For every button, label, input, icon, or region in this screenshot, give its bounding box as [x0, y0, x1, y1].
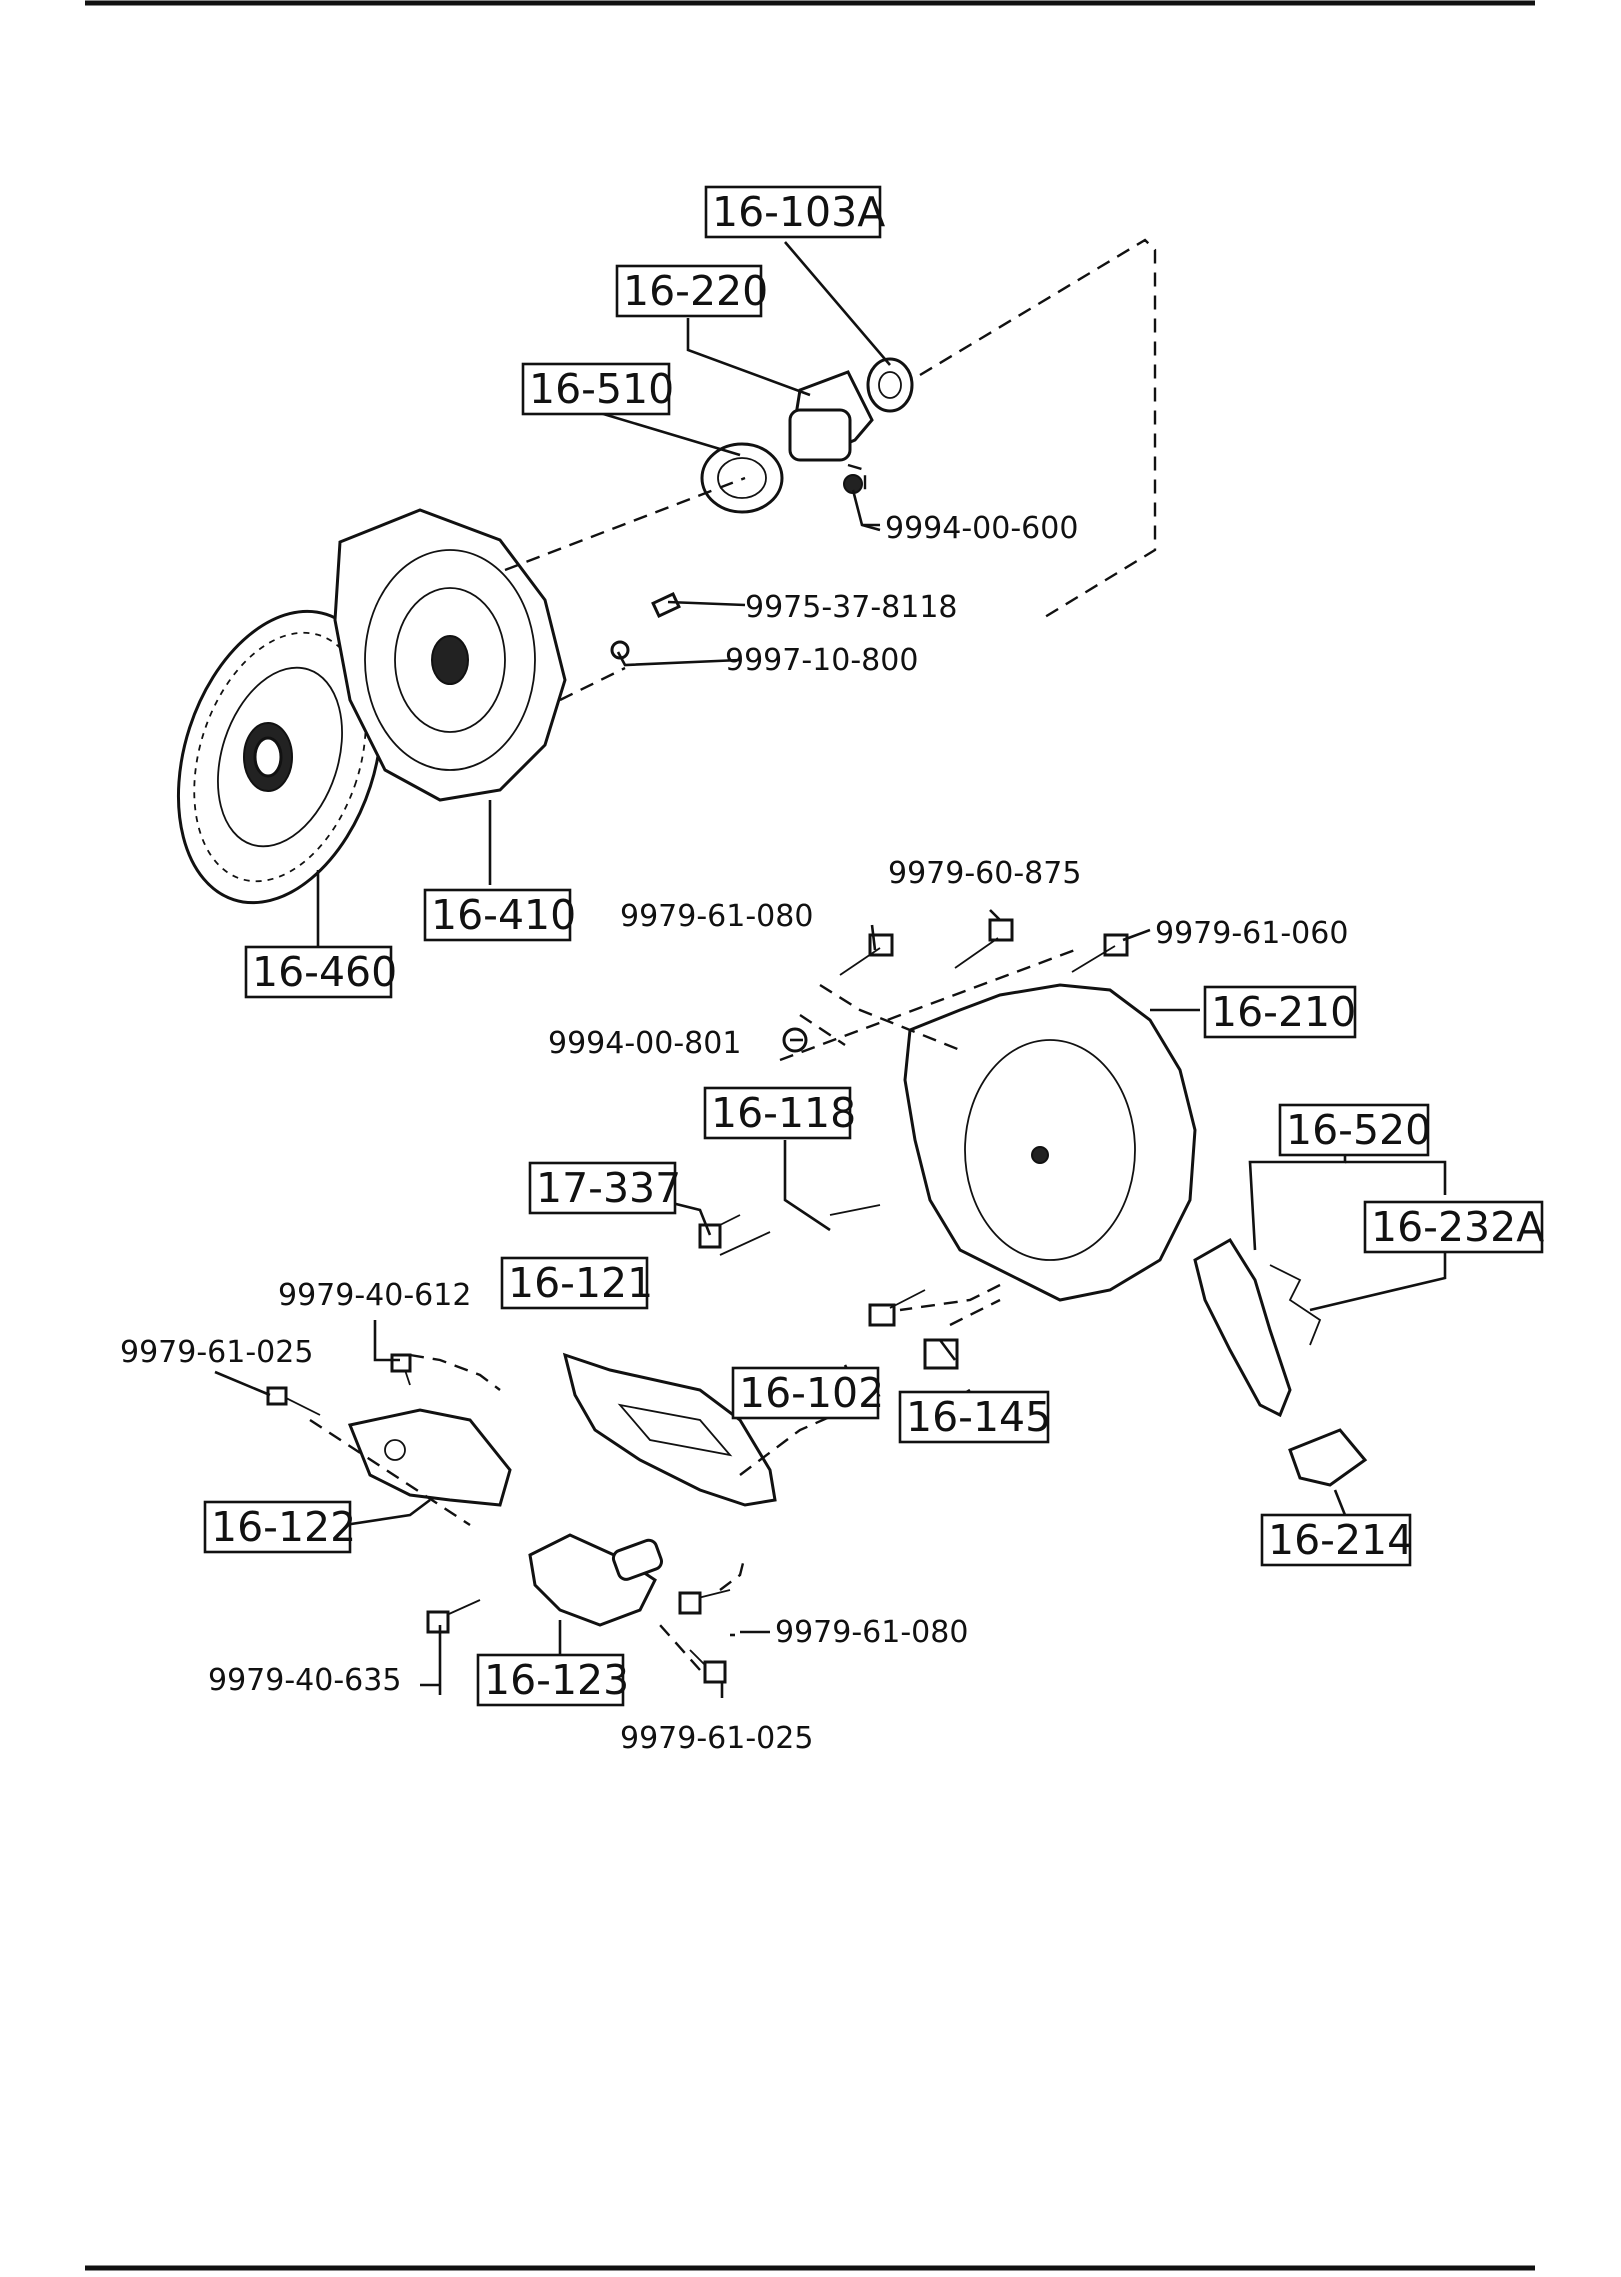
svg-text:17-337: 17-337	[536, 1164, 681, 1212]
label-9994-00-600[interactable]: 9994-00-600	[885, 511, 1078, 546]
svg-text:16-122: 16-122	[211, 1503, 356, 1551]
label-9979-61-025-left[interactable]: 9979-61-025	[120, 1335, 313, 1370]
label-9979-61-080-lower[interactable]: 9979-61-080	[775, 1615, 968, 1650]
assembly-lines	[309, 238, 1157, 1671]
callout-16-210[interactable]: 16-210	[1203, 985, 1357, 1039]
label-9979-61-060[interactable]: 9979-61-060	[1155, 916, 1348, 951]
pivot-boot	[1288, 1428, 1368, 1487]
loose-bolts	[266, 1353, 731, 1684]
clutch-cover	[333, 508, 567, 802]
svg-text:16-220: 16-220	[623, 267, 768, 315]
label-9979-60-875[interactable]: 9979-60-875	[888, 856, 1081, 891]
clutch-housing	[903, 983, 1197, 1302]
callout-16-510[interactable]: 16-510	[521, 362, 674, 416]
label-9975-37-8118[interactable]: 9975-37-8118	[745, 590, 958, 625]
callout-16-220[interactable]: 16-220	[615, 264, 768, 318]
callout-16-520[interactable]: 16-520	[1278, 1103, 1431, 1157]
svg-text:16-214: 16-214	[1268, 1516, 1413, 1564]
svg-text:16-210: 16-210	[1211, 988, 1356, 1036]
label-ticks	[420, 523, 880, 1687]
bracket-123	[528, 1533, 663, 1627]
svg-text:16-121: 16-121	[508, 1259, 653, 1307]
label-9979-61-080-top[interactable]: 9979-61-080	[620, 899, 813, 934]
svg-text:16-410: 16-410	[431, 891, 576, 939]
label-9979-40-612[interactable]: 9979-40-612	[278, 1278, 471, 1313]
svg-text:16-520: 16-520	[1286, 1106, 1431, 1154]
callout-16-121[interactable]: 16-121	[500, 1256, 653, 1310]
svg-text:16-103A: 16-103A	[712, 188, 885, 236]
svg-text:16-123: 16-123	[484, 1656, 629, 1704]
bracket-122	[347, 1408, 512, 1507]
callout-16-145[interactable]: 16-145	[898, 1390, 1051, 1444]
svg-text:16-118: 16-118	[711, 1089, 856, 1137]
small-fasteners	[610, 474, 1129, 1370]
svg-text:16-102: 16-102	[739, 1369, 884, 1417]
collar-seal	[866, 357, 914, 413]
fastener-numbers: 9994-00-600 9975-37-8118 9997-10-800 997…	[120, 511, 1348, 1756]
callout-16-123[interactable]: 16-123	[476, 1653, 629, 1707]
svg-text:16-232A: 16-232A	[1371, 1203, 1544, 1251]
callout-16-214[interactable]: 16-214	[1260, 1513, 1413, 1567]
svg-text:16-460: 16-460	[252, 948, 397, 996]
housing-cover-plate	[562, 1352, 777, 1507]
callout-17-337[interactable]: 17-337	[528, 1161, 681, 1215]
release-fork	[1193, 1237, 1322, 1418]
svg-text:16-145: 16-145	[906, 1393, 1051, 1441]
callout-16-118[interactable]: 16-118	[703, 1086, 856, 1140]
callout-16-102[interactable]: 16-102	[731, 1366, 884, 1420]
callout-16-460[interactable]: 16-460	[244, 945, 397, 999]
clutch-disc	[176, 609, 384, 905]
label-9997-10-800[interactable]: 9997-10-800	[725, 643, 918, 678]
label-9994-00-801[interactable]: 9994-00-801	[548, 1026, 741, 1061]
callout-16-410[interactable]: 16-410	[423, 888, 576, 942]
label-9979-40-635[interactable]: 9979-40-635	[208, 1663, 401, 1698]
guide-sleeve	[788, 370, 874, 462]
label-9979-61-025-bottom[interactable]: 9979-61-025	[620, 1721, 813, 1756]
callout-16-122[interactable]: 16-122	[203, 1500, 356, 1554]
callout-16-232A[interactable]: 16-232A	[1363, 1200, 1544, 1254]
svg-text:16-510: 16-510	[529, 365, 674, 413]
callout-16-103A[interactable]: 16-103A	[704, 185, 885, 239]
